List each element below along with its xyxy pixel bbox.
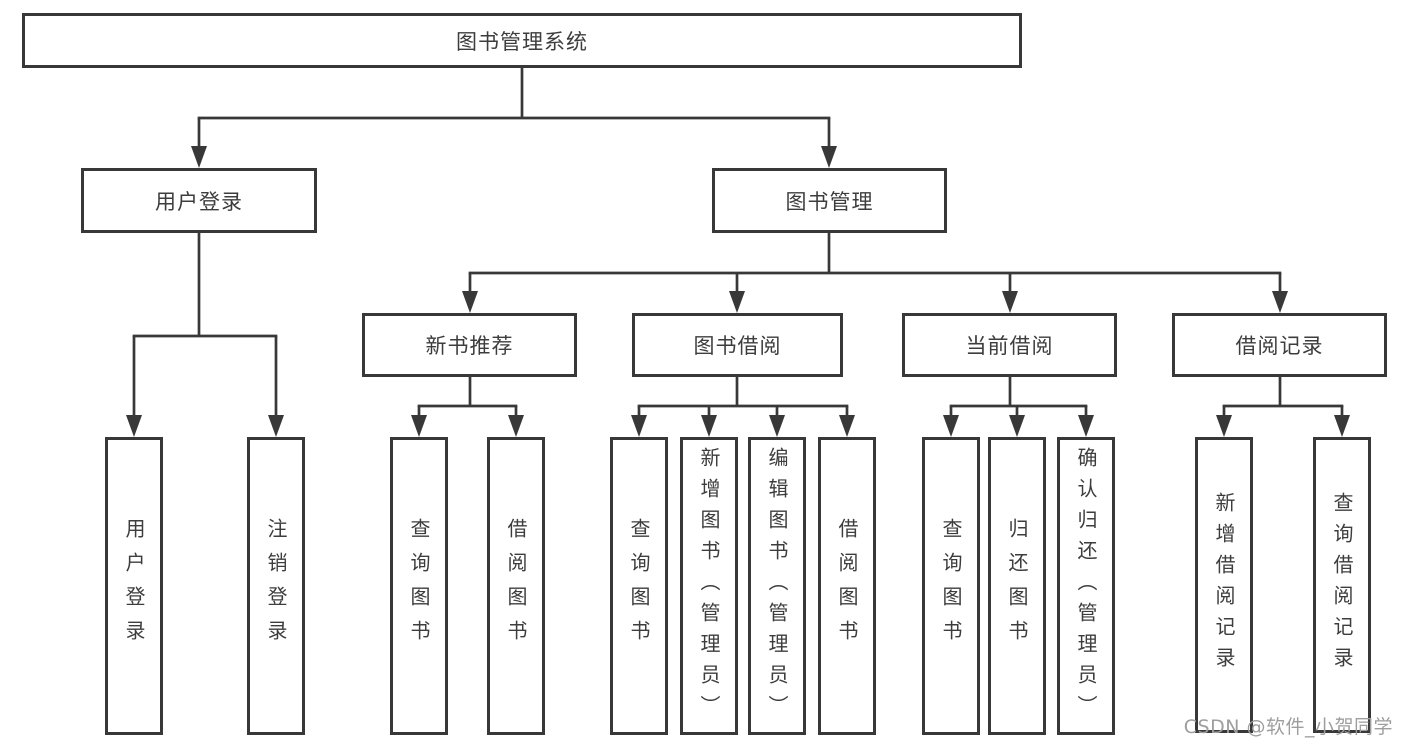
node-branch-user-login: 用户登录 [81, 168, 317, 233]
node-label-branch-book-borrowing: 图书借阅 [693, 334, 782, 358]
node-label-branch-book-management: 图书管理 [785, 189, 874, 214]
node-label-branch-new-book-recommend: 新书推荐 [425, 334, 514, 358]
node-branch-borrowing-records: 借阅记录 [1172, 313, 1387, 377]
node-leaf-user-login: 用户登录 [105, 437, 163, 735]
node-label-branch-user-login: 用户登录 [155, 189, 243, 214]
node-leaf-edit-books-admin: 编辑图书（管理员） [748, 437, 806, 735]
node-label-leaf-user-login: 用户登录 [122, 518, 146, 654]
node-label-leaf-query-books-borrowing: 查询图书 [627, 518, 651, 654]
node-label-leaf-query-books-recommend: 查询图书 [407, 518, 431, 654]
node-label-leaf-add-books-admin: 新增图书（管理员） [697, 446, 721, 726]
node-leaf-query-books-current: 查询图书 [922, 437, 980, 735]
node-branch-book-management: 图书管理 [712, 168, 947, 233]
node-label-leaf-edit-books-admin: 编辑图书（管理员） [765, 446, 789, 726]
node-label-branch-borrowing-records: 借阅记录 [1235, 334, 1324, 358]
node-leaf-query-books-recommend: 查询图书 [390, 437, 448, 735]
node-label-leaf-query-books-current: 查询图书 [939, 518, 963, 654]
node-leaf-logout: 注销登录 [247, 437, 305, 735]
node-leaf-add-borrow-record: 新增借阅记录 [1195, 437, 1253, 733]
node-label-leaf-borrow-books: 借阅图书 [835, 518, 859, 654]
node-branch-book-borrowing: 图书借阅 [632, 313, 843, 377]
node-root-system: 图书管理系统 [22, 13, 1022, 68]
node-leaf-return-books: 归还图书 [988, 437, 1046, 735]
node-leaf-confirm-return-admin: 确认归还（管理员） [1057, 437, 1115, 735]
node-label-branch-current-borrowing: 当前借阅 [965, 334, 1054, 358]
node-leaf-add-books-admin: 新增图书（管理员） [680, 437, 738, 735]
node-branch-new-book-recommend: 新书推荐 [362, 313, 577, 377]
node-label-leaf-query-borrow-record: 查询借阅记录 [1330, 492, 1354, 678]
node-branch-current-borrowing: 当前借阅 [902, 313, 1117, 377]
node-label-leaf-logout: 注销登录 [264, 518, 288, 654]
node-leaf-borrow-books-recommend: 借阅图书 [487, 437, 545, 735]
node-label-leaf-confirm-return-admin: 确认归还（管理员） [1074, 446, 1098, 726]
node-label-leaf-add-borrow-record: 新增借阅记录 [1212, 492, 1236, 678]
node-label-leaf-return-books: 归还图书 [1005, 518, 1029, 654]
node-leaf-query-books-borrowing: 查询图书 [610, 437, 668, 735]
node-leaf-borrow-books: 借阅图书 [818, 437, 876, 735]
node-label-root-system: 图书管理系统 [456, 29, 588, 54]
node-label-leaf-borrow-books-recommend: 借阅图书 [504, 518, 528, 654]
node-leaf-query-borrow-record: 查询借阅记录 [1313, 437, 1371, 733]
csdn-watermark: CSDN @软件_小贺同学 [1183, 716, 1393, 738]
